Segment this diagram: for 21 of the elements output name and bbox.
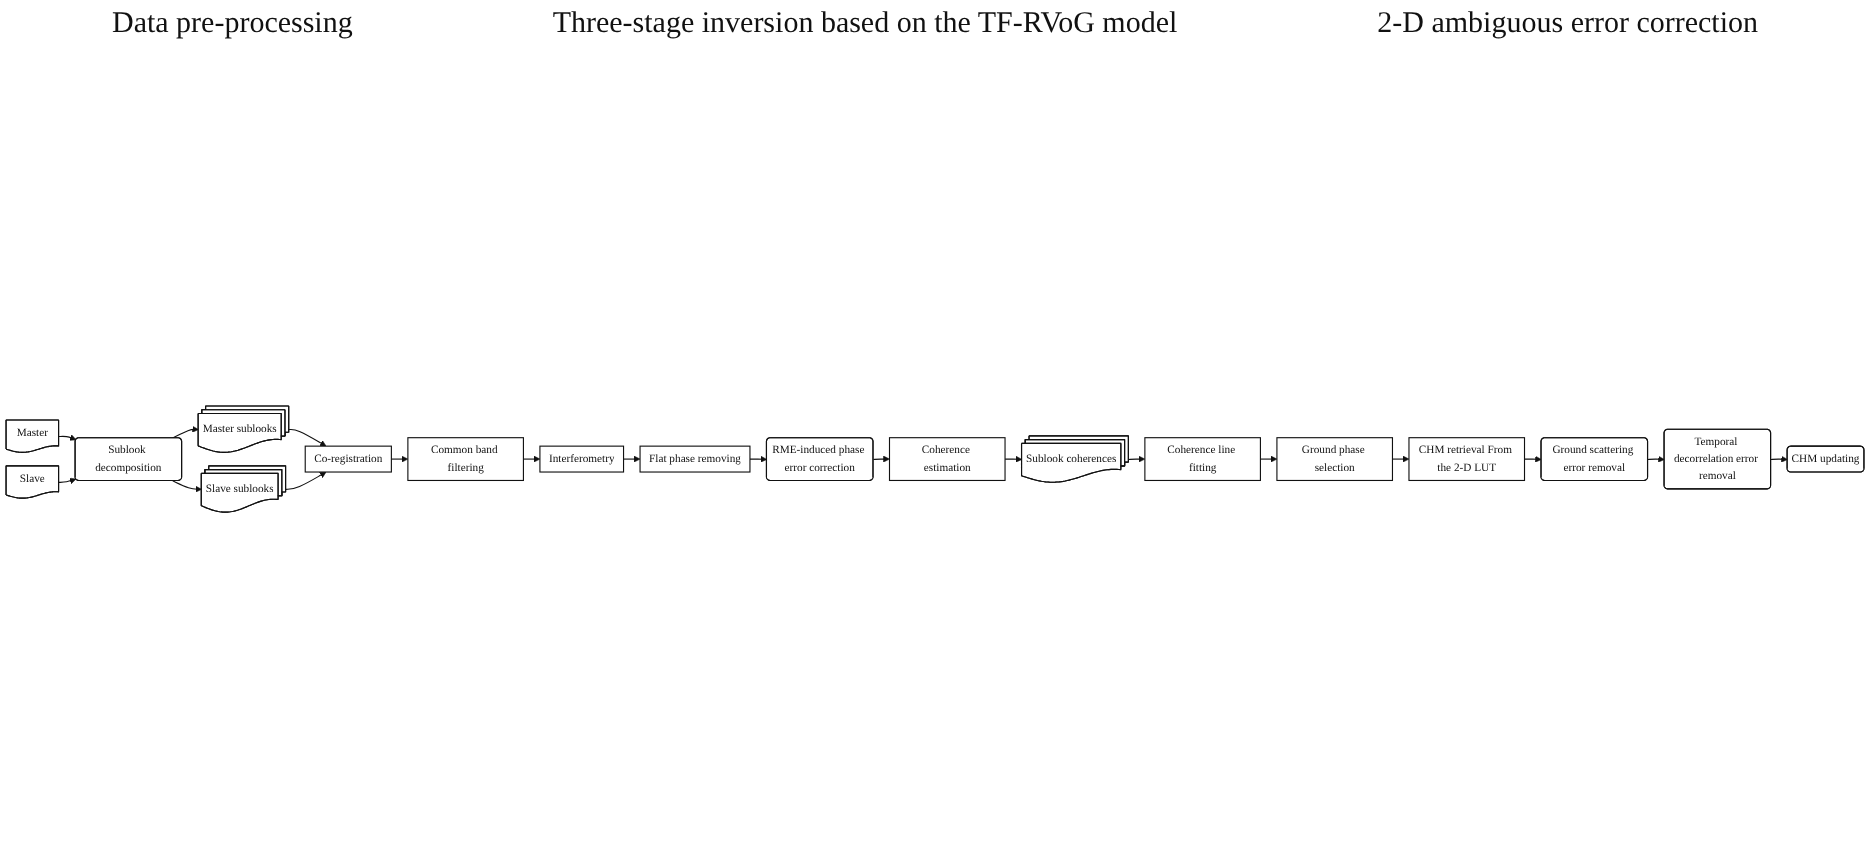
arrow	[1004, 455, 1023, 463]
section-heading: Data pre-processing	[111, 8, 353, 42]
arrow	[1770, 455, 1788, 463]
arrow	[1128, 455, 1146, 463]
arrow	[1259, 455, 1278, 463]
arrow	[390, 455, 409, 463]
section-heading: Three-stage inversion based on the TF-RVoG model	[552, 8, 1178, 42]
arrow	[622, 455, 641, 463]
arrow	[285, 471, 327, 490]
arrow	[1647, 455, 1665, 463]
arrow	[172, 480, 202, 493]
arrow	[749, 455, 768, 463]
arrow	[288, 428, 327, 447]
arrow	[522, 455, 541, 463]
arrow	[172, 425, 199, 439]
arrow	[58, 477, 77, 484]
arrow	[1523, 455, 1542, 463]
arrow	[1391, 455, 1410, 463]
arrow	[872, 455, 890, 463]
arrow	[58, 434, 77, 441]
section-heading: 2-D ambiguous error correction	[1377, 8, 1759, 42]
